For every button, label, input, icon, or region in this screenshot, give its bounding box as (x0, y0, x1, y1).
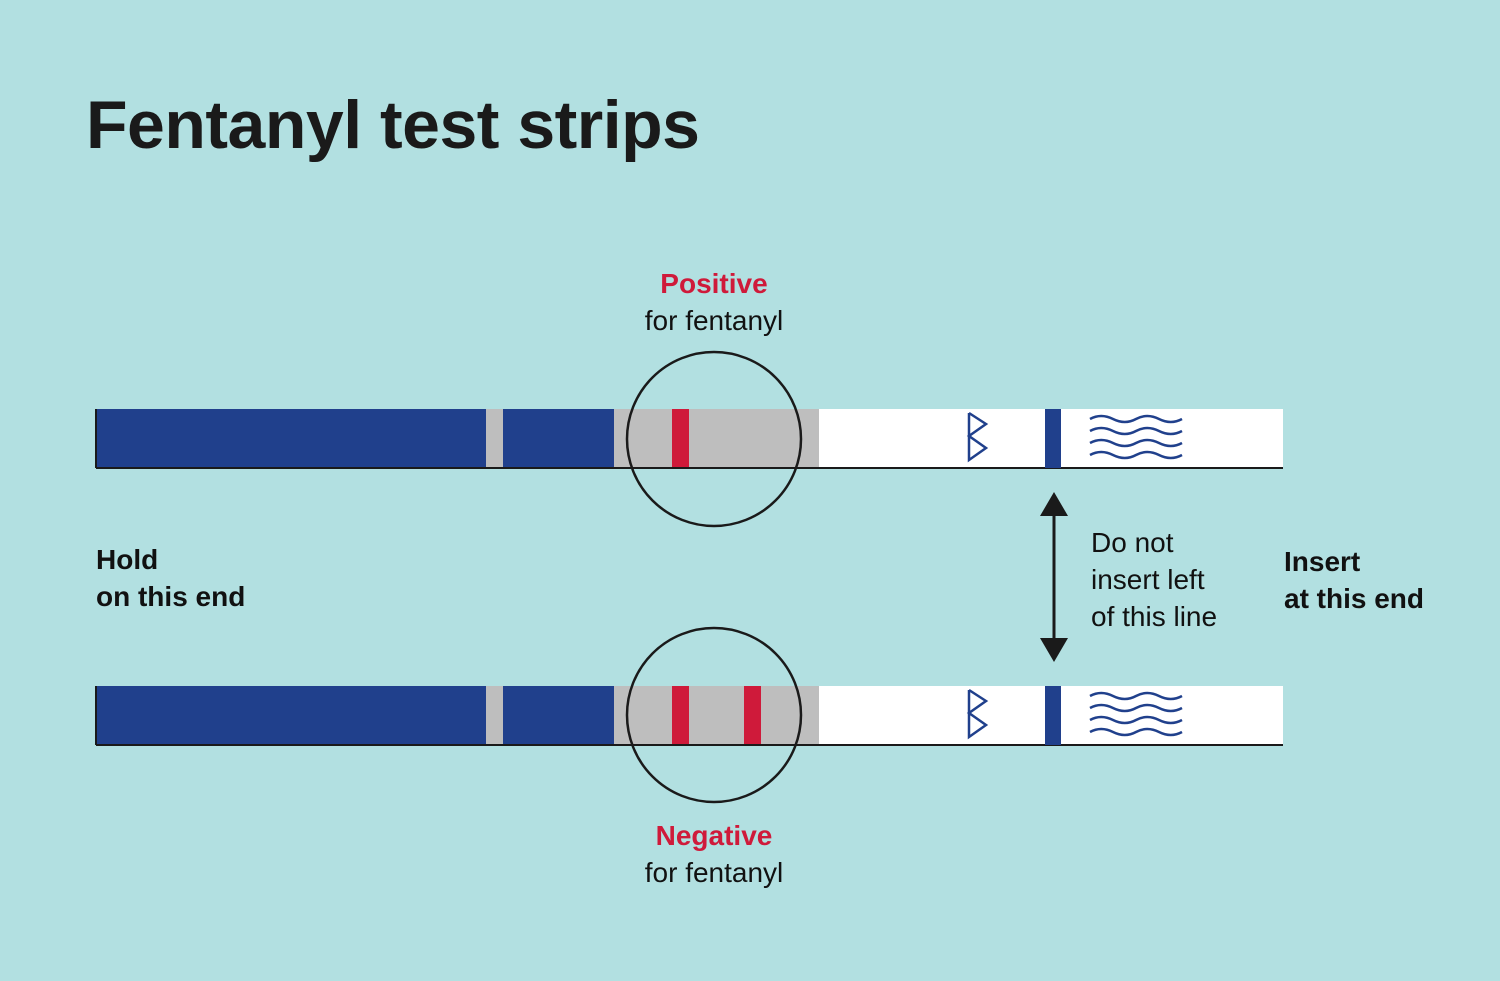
highlight-circle (625, 626, 803, 804)
negative-label: Negative for fentanyl (644, 820, 784, 888)
positive-label: Positive for fentanyl (644, 268, 784, 336)
line-warning-label: Do not insert left of this line (1091, 527, 1218, 632)
arrows-icon (966, 411, 989, 463)
test-band-red (744, 686, 761, 745)
insert-label: Insert at this end (1284, 546, 1425, 614)
max-line-marker (1045, 686, 1061, 745)
max-line-marker (1045, 409, 1061, 468)
positive-strip (95, 350, 1283, 528)
negative-strip (95, 626, 1283, 804)
control-band-red (672, 686, 689, 745)
wave-icon (1089, 414, 1183, 460)
page-title: Fentanyl test strips (86, 87, 700, 163)
test-band-red (672, 409, 689, 468)
arrows-icon (966, 688, 989, 740)
wave-icon (1089, 691, 1183, 737)
double-arrow-icon (1040, 492, 1068, 662)
highlight-circle (625, 350, 803, 528)
hold-label: Hold on this end (96, 544, 246, 612)
